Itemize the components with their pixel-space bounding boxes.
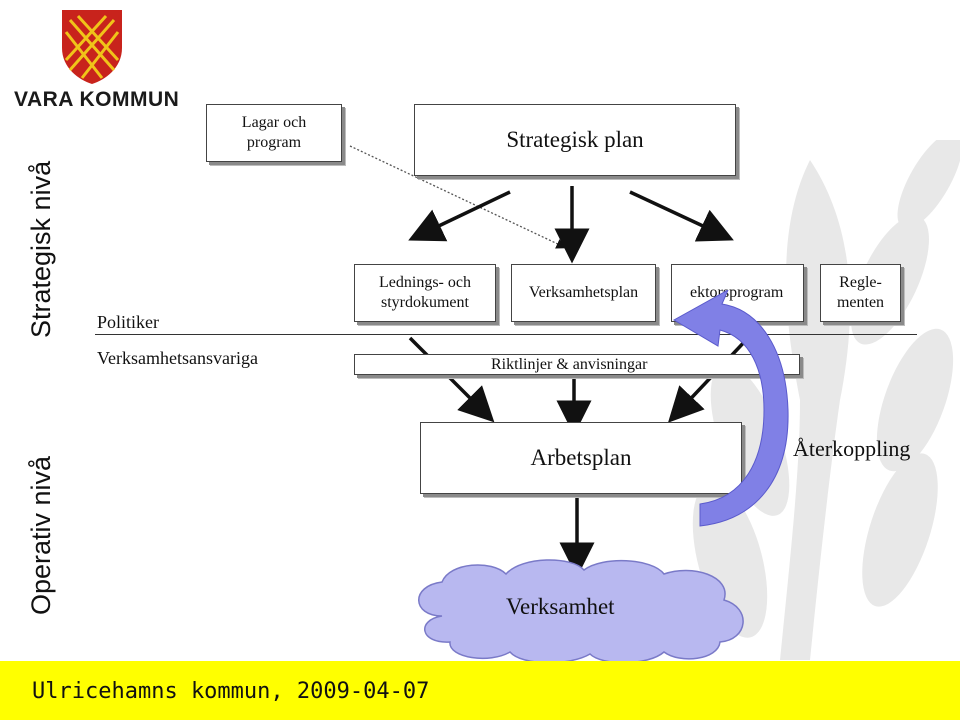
footer-text: Ulricehamns kommun, 2009-04-07 bbox=[32, 679, 430, 704]
feedback-label: Återkoppling bbox=[793, 436, 911, 461]
logo-text: VARA KOMMUN bbox=[14, 88, 180, 111]
work-plan-label: Arbetsplan bbox=[530, 444, 632, 470]
laws-and-programs-box: Lagar och program bbox=[206, 104, 342, 162]
laws-line1: Lagar och bbox=[241, 114, 307, 131]
municipality-shield-logo bbox=[62, 10, 122, 84]
guidelines-label: Riktlinjer & anvisningar bbox=[491, 355, 648, 373]
work-plan-box: Arbetsplan bbox=[420, 422, 742, 494]
arrow-to-sector-program bbox=[629, 190, 734, 242]
regulations-line2: menten bbox=[836, 294, 885, 311]
operations-cloud bbox=[418, 559, 744, 664]
steering-documents-box: Lednings- och styrdokument bbox=[354, 264, 496, 322]
strategic-plan-label: Strategisk plan bbox=[506, 126, 644, 152]
managers-label: Verksamhetsansvariga bbox=[97, 348, 258, 368]
business-plan-box: Verksamhetsplan bbox=[511, 264, 656, 322]
feedback-arrow bbox=[672, 290, 789, 527]
operations-label: Verksamhet bbox=[506, 594, 615, 619]
strategic-plan-box: Strategisk plan bbox=[414, 104, 736, 176]
regulations-box: Regle-menten bbox=[820, 264, 901, 322]
steering-line1: Lednings- och bbox=[379, 274, 471, 291]
steering-line2: styrdokument bbox=[380, 294, 469, 311]
level-divider bbox=[95, 334, 917, 335]
laws-line2: program bbox=[246, 134, 302, 151]
politicians-label: Politiker bbox=[97, 312, 159, 332]
regulations-line1: Regle- bbox=[839, 274, 882, 291]
sector-program-label: ektorsprogram bbox=[690, 284, 784, 301]
arrow-to-steering bbox=[408, 190, 511, 242]
footer-bar: Ulricehamns kommun, 2009-04-07 bbox=[0, 661, 960, 720]
guidelines-box: Riktlinjer & anvisningar bbox=[354, 354, 800, 375]
business-plan-label: Verksamhetsplan bbox=[528, 284, 639, 301]
dotted-link bbox=[349, 145, 567, 249]
